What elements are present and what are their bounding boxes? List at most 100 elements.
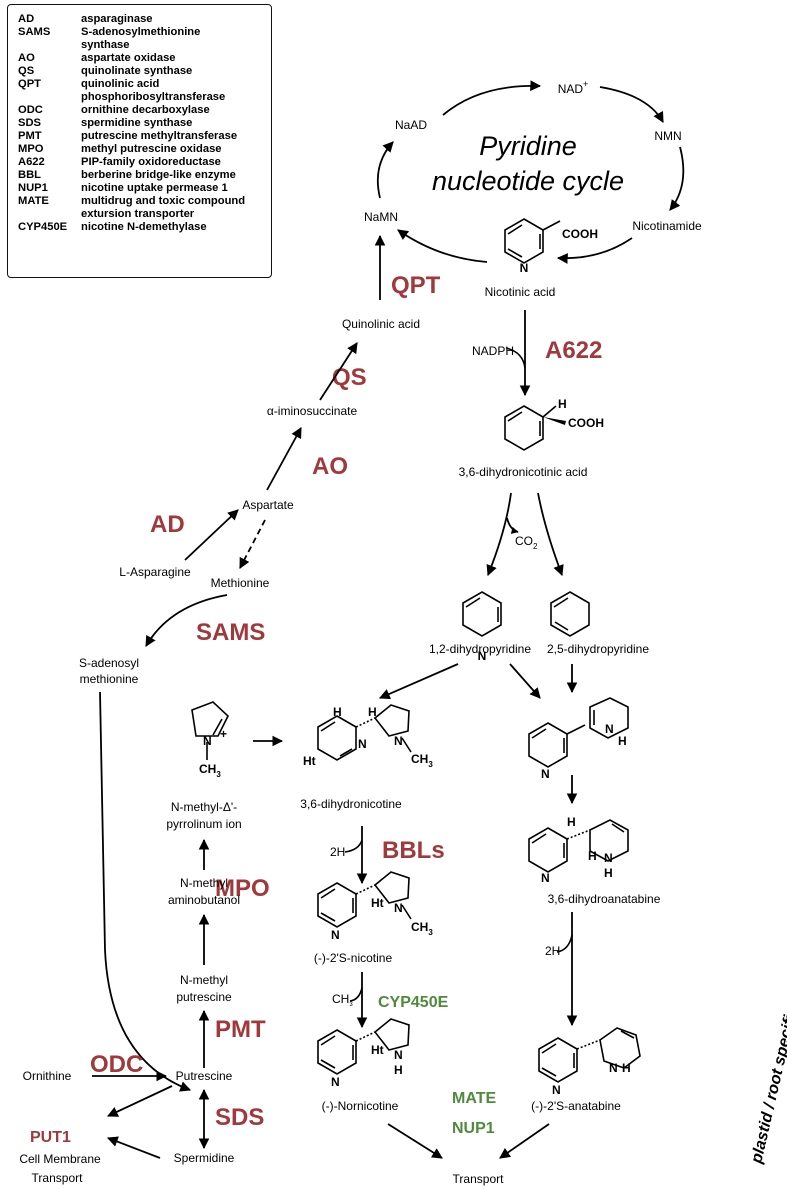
quinolinic-acid-label: Quinolinic acid [342, 317, 420, 331]
enzyme-pmt: PMT [215, 1016, 266, 1043]
dihydroanatabine-h3: H [604, 866, 613, 880]
dihydronicotine-label: 3,6-dihydronicotine [300, 797, 402, 811]
12-dhp-n: N [478, 649, 487, 663]
nicotine-ht: Ht [371, 896, 384, 910]
legend-enzyme-name: ornithine decarboxylase [81, 104, 210, 116]
dihydroanatabine-structure: H H N N H [528, 815, 629, 885]
legend-enzyme-name: nicotine N-demethylase [81, 221, 207, 233]
legend-abbreviation: ODC [18, 104, 43, 116]
aminobutanol-label-2: aminobutanol [168, 893, 240, 907]
arrow-naad-to-nad [442, 80, 542, 116]
enzyme-sds: SDS [215, 1104, 264, 1131]
enzyme-odc: ODC [90, 1051, 143, 1078]
arrow-nicotinic-acid-to-namn [397, 229, 488, 263]
nadph-curve [505, 347, 526, 369]
nornicotine-ht: Ht [371, 1043, 384, 1057]
25-dihydropyridine-structure [550, 591, 590, 637]
spermidine-label: Spermidine [174, 1151, 235, 1165]
nicotine-structure: N Ht N CH3 [317, 871, 433, 942]
co2-release-arrow [506, 517, 519, 534]
legend-enzyme-name: asparaginase [81, 13, 153, 25]
nicotinic-acid-structure: N COOH [504, 218, 598, 275]
dihydronicotine-structure: H H Ht N N CH3 [303, 704, 433, 769]
2h-label-a: 2H [330, 845, 345, 859]
nicotinic-acid-label: Nicotinic acid [485, 285, 556, 299]
arrow-to-12-dihydropyridine [486, 492, 512, 577]
dihydroanatabine-h1: H [567, 815, 576, 829]
cell-membrane-label-1: Cell Membrane [19, 1152, 101, 1166]
nicotinamide-label: Nicotinamide [632, 219, 702, 233]
enzyme-nup1: NUP1 [452, 1120, 495, 1137]
12-dihydropyridine-structure: N [462, 591, 502, 663]
enzyme-qpt: QPT [391, 272, 441, 299]
nicotine-n2: N [394, 901, 403, 915]
legend-abbreviation: NUP1 [18, 182, 48, 194]
anatabine-structure: N N H [538, 1027, 641, 1097]
ornithine-label: Ornithine [23, 1069, 72, 1083]
enzyme-mate: MATE [452, 1090, 496, 1107]
anatabine-h: H [622, 1061, 631, 1075]
legend-enzyme-name: nicotine uptake permease 1 [81, 182, 228, 194]
nornicotine-h: H [394, 1063, 403, 1077]
nad-label: NAD+ [558, 79, 589, 96]
arrow-nicotinamide-to-nicotinic-acid [556, 237, 633, 264]
pyrrolinium-label-1: N-methyl-Δ'- [171, 800, 237, 814]
legend-abbreviation: SDS [18, 117, 42, 129]
enzyme-bbls: BBLs [382, 837, 445, 864]
pyrrolinium-plus: + [220, 727, 227, 741]
legend-abbreviation: PMT [18, 130, 42, 142]
dihydronicotine-h1: H [333, 705, 342, 719]
legend-abbreviation: BBL [18, 169, 41, 181]
arrow-12dhp-to-coupling [509, 663, 541, 699]
arrow-to-25-dihydropyridine [537, 492, 564, 577]
enzyme-mpo: MPO [215, 875, 270, 902]
arrow-spermidine-to-membrane [106, 1136, 161, 1159]
legend-enzyme-name: PIP-family oxidoreductase [81, 156, 221, 168]
legend-abbreviation: AD [18, 13, 35, 25]
nicotinic-acid-cooh: COOH [562, 227, 598, 241]
2h-label-b: 2H [545, 944, 560, 958]
plastid-root-label: plastid / root specific [748, 1005, 787, 1166]
arrow-anatabine-to-transport [499, 1123, 550, 1159]
cycle-title-line2: nucleotide cycle [432, 166, 624, 196]
arrow-aspartate-to-methionine [239, 519, 266, 569]
arrow-nornicotine-to-transport [387, 1123, 443, 1159]
enzyme-sams: SAMS [196, 619, 265, 646]
legend-abbreviation: QS [18, 65, 35, 77]
methylputrescine-label-2: putrescine [176, 990, 232, 1004]
nicotine-label: (-)-2'S-nicotine [314, 951, 393, 965]
nadph-label: NADPH [472, 344, 514, 358]
legend-abbreviation: A622 [18, 156, 45, 168]
legend-enzyme-name: S-adenosylmethionine synthase [81, 26, 201, 51]
arrow-methionine-to-sam [145, 594, 228, 647]
naad-label: NaAD [395, 118, 427, 132]
enzyme-ao: AO [312, 453, 348, 480]
dihydroanatabine-label: 3,6-dihydroanatabine [548, 892, 661, 906]
dihydronicotine-ht: Ht [303, 754, 316, 768]
dihydronicotinic-acid-label: 3,6-dihydronicotinic acid [459, 465, 588, 479]
2h-curve-b [556, 934, 573, 953]
legend-enzyme-name: multidrug and toxic compound extursion t… [81, 195, 246, 220]
dihydroanatabine-h2: H [588, 849, 597, 863]
arrow-nad-to-nmn [599, 86, 664, 123]
co2-label: CO2 [515, 534, 538, 551]
enzyme-a622: A622 [545, 337, 602, 364]
namn-label: NaMN [364, 210, 398, 224]
s-adenosyl-label-1: S-adenosyl [79, 656, 139, 670]
dihydronicotine-n-ring: N [358, 737, 367, 751]
methylputrescine-label-1: N-methyl [180, 973, 228, 987]
dihydroanatabine-n1: N [541, 871, 550, 885]
arrow-nmn-to-nicotinamide [669, 146, 685, 211]
nmn-label: NMN [654, 129, 681, 143]
wedge-bond [543, 417, 566, 425]
l-asparagine-label: L-Asparagine [119, 565, 191, 579]
intermediate-h: H [618, 734, 627, 748]
legend-enzyme-name: berberine bridge-like enzyme [81, 169, 236, 181]
iminosuccinate-label: α-iminosuccinate [267, 404, 358, 418]
enzyme-qs: QS [332, 364, 367, 391]
pyrrolinium-n: N [203, 734, 212, 748]
anatabine-label: (-)-2'S-anatabine [531, 1099, 621, 1113]
sam-to-pmt-connector [99, 691, 192, 1092]
